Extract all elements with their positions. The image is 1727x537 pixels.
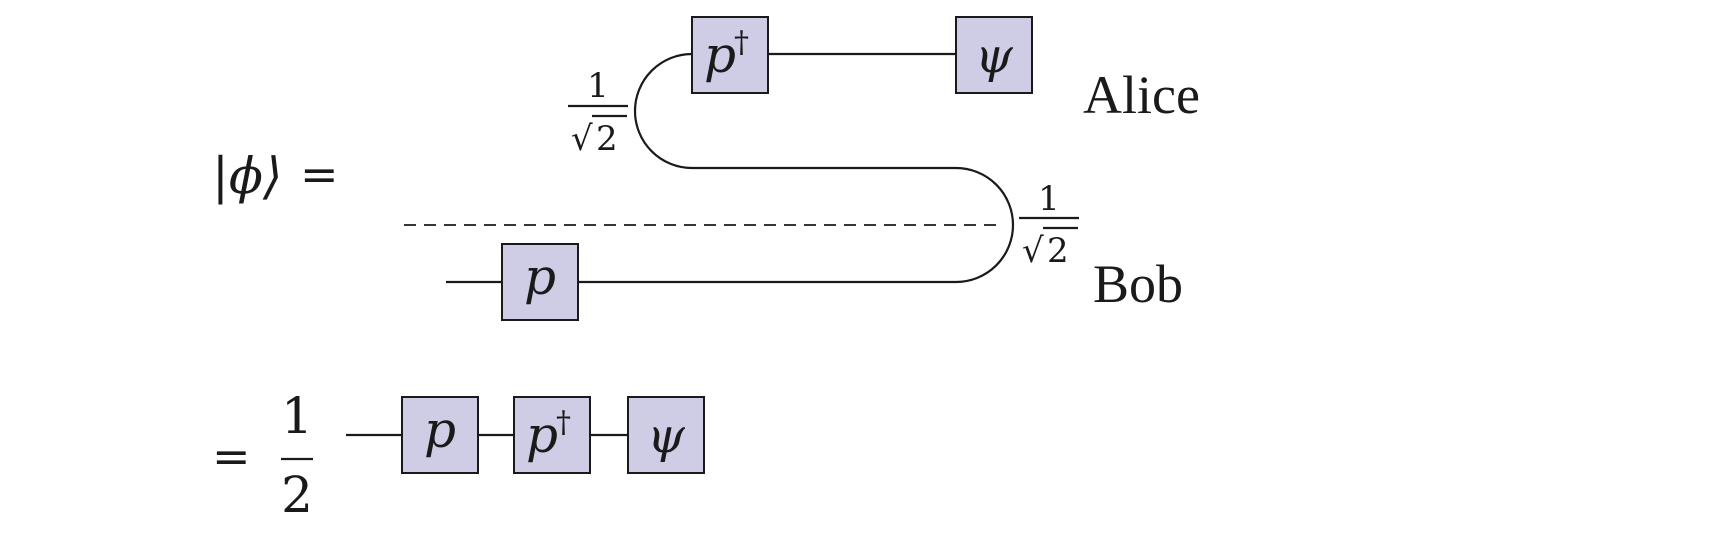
normalization-left: 1 √ 2: [568, 66, 628, 159]
svg-text:p: p: [526, 406, 558, 464]
label-bob: Bob: [1093, 254, 1183, 314]
gate-psi-top: ψ: [955, 16, 1033, 94]
normalization-right: 1 √ 2: [1019, 179, 1079, 271]
ket-phi: |ϕ⟩: [212, 147, 282, 205]
svg-text:p: p: [424, 401, 456, 459]
svg-text:1: 1: [1038, 179, 1060, 219]
upper-wires: [446, 52, 1015, 284]
svg-text:†: †: [556, 405, 571, 440]
svg-text:2: 2: [1047, 231, 1069, 271]
gate-p-dagger-top: p †: [691, 16, 769, 94]
svg-text:√: √: [1022, 231, 1044, 271]
svg-text:p: p: [704, 26, 736, 84]
svg-text:1: 1: [281, 387, 313, 445]
left-cup: [633, 52, 693, 170]
lhs-equals: =: [300, 147, 339, 201]
svg-text:ψ: ψ: [975, 28, 1014, 84]
gate-p-bob: p: [501, 243, 579, 321]
label-alice: Alice: [1083, 65, 1200, 125]
svg-text:2: 2: [596, 119, 618, 159]
result-fraction: 1 2: [281, 387, 313, 524]
svg-text:√: √: [571, 119, 593, 159]
result-gate-psi: ψ: [627, 396, 705, 474]
svg-text:1: 1: [587, 66, 609, 106]
result-equals: =: [212, 429, 251, 483]
result-gate-p-dagger: p †: [513, 396, 591, 474]
svg-text:2: 2: [281, 466, 313, 524]
svg-text:ψ: ψ: [647, 408, 686, 464]
svg-text:†: †: [734, 25, 749, 60]
svg-text:p: p: [524, 248, 556, 306]
result-gate-p: p: [401, 396, 479, 474]
right-cap: [955, 166, 1015, 284]
